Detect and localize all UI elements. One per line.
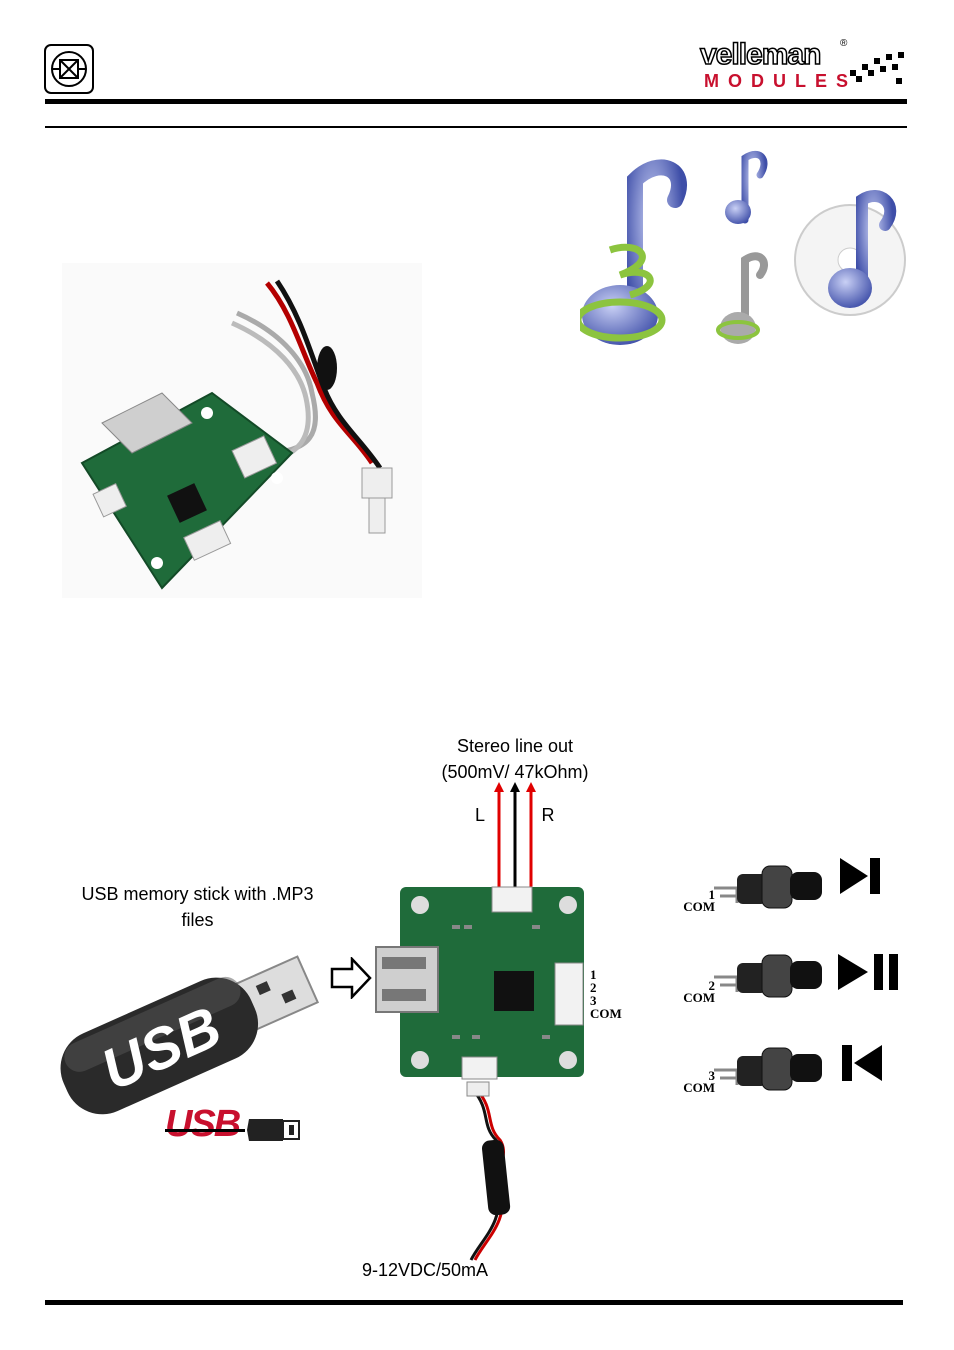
button-1-pin-labels: 1 COM bbox=[665, 889, 715, 913]
power-cable-image bbox=[455, 1080, 535, 1265]
usb-logo: USB bbox=[165, 1103, 305, 1153]
next-track-icon bbox=[838, 856, 884, 896]
play-pause-icon bbox=[836, 952, 902, 992]
product-photo bbox=[62, 263, 422, 598]
connector-pin-labels: 1 2 3 COM bbox=[590, 968, 622, 1020]
insert-arrow-icon bbox=[330, 957, 372, 999]
music-notes-graphic bbox=[580, 150, 910, 355]
velleman-modules-logo: velleman ® MODULES bbox=[700, 38, 910, 98]
pin-com-label: COM bbox=[590, 1007, 622, 1020]
registered-mark: ® bbox=[840, 38, 847, 49]
left-channel-label: L bbox=[470, 805, 490, 826]
line-out-title: Stereo line out bbox=[420, 733, 610, 759]
mp3-module-board bbox=[372, 885, 587, 1080]
button-1-com: COM bbox=[665, 901, 715, 913]
footer-rule bbox=[45, 1300, 903, 1305]
usb-caption-line1: USB memory stick with .MP3 bbox=[60, 881, 335, 907]
usb-plug-icon bbox=[247, 1115, 302, 1145]
push-button-1-image bbox=[712, 858, 832, 913]
line-out-label: Stereo line out (500mV/ 47kOhm) bbox=[420, 733, 610, 785]
line-out-arrows bbox=[490, 780, 540, 890]
button-2-pin-labels: 2 COM bbox=[665, 980, 715, 1004]
brand-subtitle: MODULES bbox=[704, 71, 857, 92]
right-channel-label: R bbox=[538, 805, 558, 826]
previous-track-icon bbox=[840, 1043, 886, 1083]
header-rule-thick bbox=[45, 99, 907, 104]
button-2-com: COM bbox=[665, 992, 715, 1004]
push-button-3-image bbox=[712, 1040, 832, 1095]
power-spec-label: 9-12VDC/50mA bbox=[330, 1260, 520, 1281]
usb-logo-text: USB bbox=[165, 1103, 239, 1146]
usb-caption-line2: files bbox=[60, 907, 335, 933]
header-rule-thin bbox=[45, 126, 907, 128]
company-emblem-logo bbox=[44, 44, 94, 94]
usb-logo-strike bbox=[165, 1129, 245, 1132]
push-button-2-image bbox=[712, 947, 832, 1002]
button-3-pin-labels: 3 COM bbox=[665, 1070, 715, 1094]
checkered-flag-icon bbox=[848, 50, 908, 90]
brand-name: velleman bbox=[700, 38, 820, 72]
usb-stick-image: USB bbox=[50, 935, 330, 1130]
usb-caption: USB memory stick with .MP3 files bbox=[60, 881, 335, 933]
button-3-com: COM bbox=[665, 1082, 715, 1094]
